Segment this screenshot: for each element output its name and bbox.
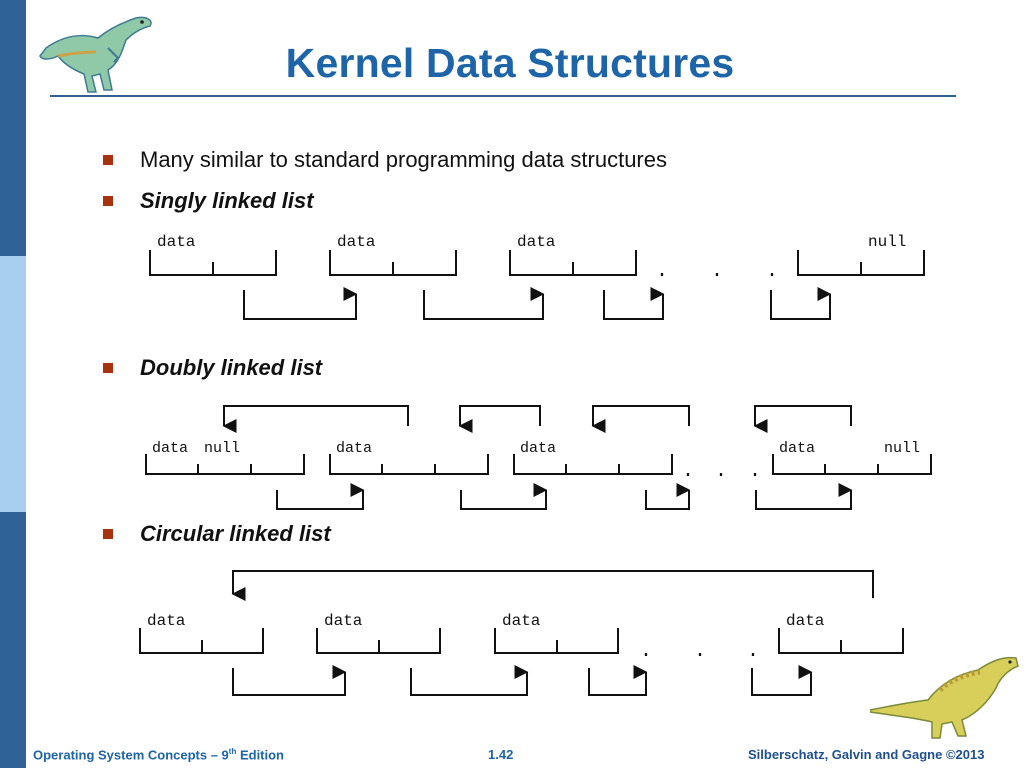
ellipsis-dot: · [694,644,706,667]
side-band-top [0,0,26,256]
singly-linked-list [149,250,925,320]
prev-pointer-arrow [754,405,852,426]
next-pointer-arrow [423,290,544,320]
footer-left: Operating System Concepts – 9th Edition [33,747,284,762]
side-band-middle [0,256,26,512]
list-node [316,628,441,654]
next-pointer-arrow [751,668,812,696]
ellipsis-dot: · [711,264,723,287]
bullet-marker [103,529,113,539]
node-label: data [337,233,376,251]
footer-edition: Edition [236,747,285,762]
list-node [329,250,457,276]
ellipsis-dot: · [640,644,652,667]
ellipsis-dot: · [747,644,759,667]
bullet-text-singly: Singly linked list [140,188,314,213]
node-label: data [502,612,541,630]
page-title: Kernel Data Structures [285,40,735,86]
next-pointer-arrow [588,668,647,696]
node-label: data [786,612,825,630]
list-node [329,454,489,475]
prev-pointer-arrow [592,405,690,426]
ellipsis-dot: · [682,464,694,487]
node-label: data [147,612,186,630]
circular-linked-list [139,570,904,696]
node-label: data [152,440,188,457]
dinosaur-corner-icon [870,656,1019,739]
list-node [494,628,619,654]
next-pointer-arrow [276,490,364,510]
doubly-linked-list [145,405,932,510]
wrap-around-pointer-arrow [232,570,874,598]
ellipsis-dot: · [715,464,727,487]
next-pointer-arrow [460,490,547,510]
list-node [139,628,264,654]
dinosaur-logo-icon [39,16,152,93]
node-label: data [157,233,196,251]
next-pointer-arrow [770,290,831,320]
node-label: null [204,440,240,457]
title-divider [50,95,956,97]
footer-right: Silberschatz, Galvin and Gagne ©2013 [748,747,985,762]
next-pointer-arrow [603,290,664,320]
next-pointer-arrow [243,290,357,320]
node-label: data [779,440,815,457]
next-pointer-arrow [755,490,852,510]
list-node [772,454,932,475]
node-label: null [884,440,920,457]
node-label: data [517,233,556,251]
bullet-marker [103,363,113,373]
slide-number: 1.42 [488,747,514,762]
prev-pointer-arrow [459,405,541,426]
prev-pointer-arrow [223,405,409,426]
footer-book-title: Operating System Concepts – 9 [33,747,229,762]
node-label: data [324,612,363,630]
ellipsis-dot: · [656,264,668,287]
next-pointer-arrow [410,668,528,696]
list-node [513,454,673,475]
node-label: data [520,440,556,457]
next-pointer-arrow [232,668,346,696]
bullet-text-circular: Circular linked list [140,521,331,546]
ellipsis-dot: · [749,464,761,487]
list-node [145,454,305,475]
bullet-text-doubly: Doubly linked list [140,355,323,380]
node-label: data [336,440,372,457]
node-label: null [868,233,906,251]
list-node [778,628,904,654]
bullet-marker [103,155,113,165]
list-node [149,250,277,276]
list-node [797,250,925,276]
side-band-bottom [0,512,26,768]
bullet-text: Many similar to standard programming dat… [140,147,667,172]
footer-edition-sup: th [228,746,237,756]
list-node [509,250,637,276]
ellipsis-dot: · [766,264,778,287]
next-pointer-arrow [645,490,690,510]
bullet-marker [103,196,113,206]
